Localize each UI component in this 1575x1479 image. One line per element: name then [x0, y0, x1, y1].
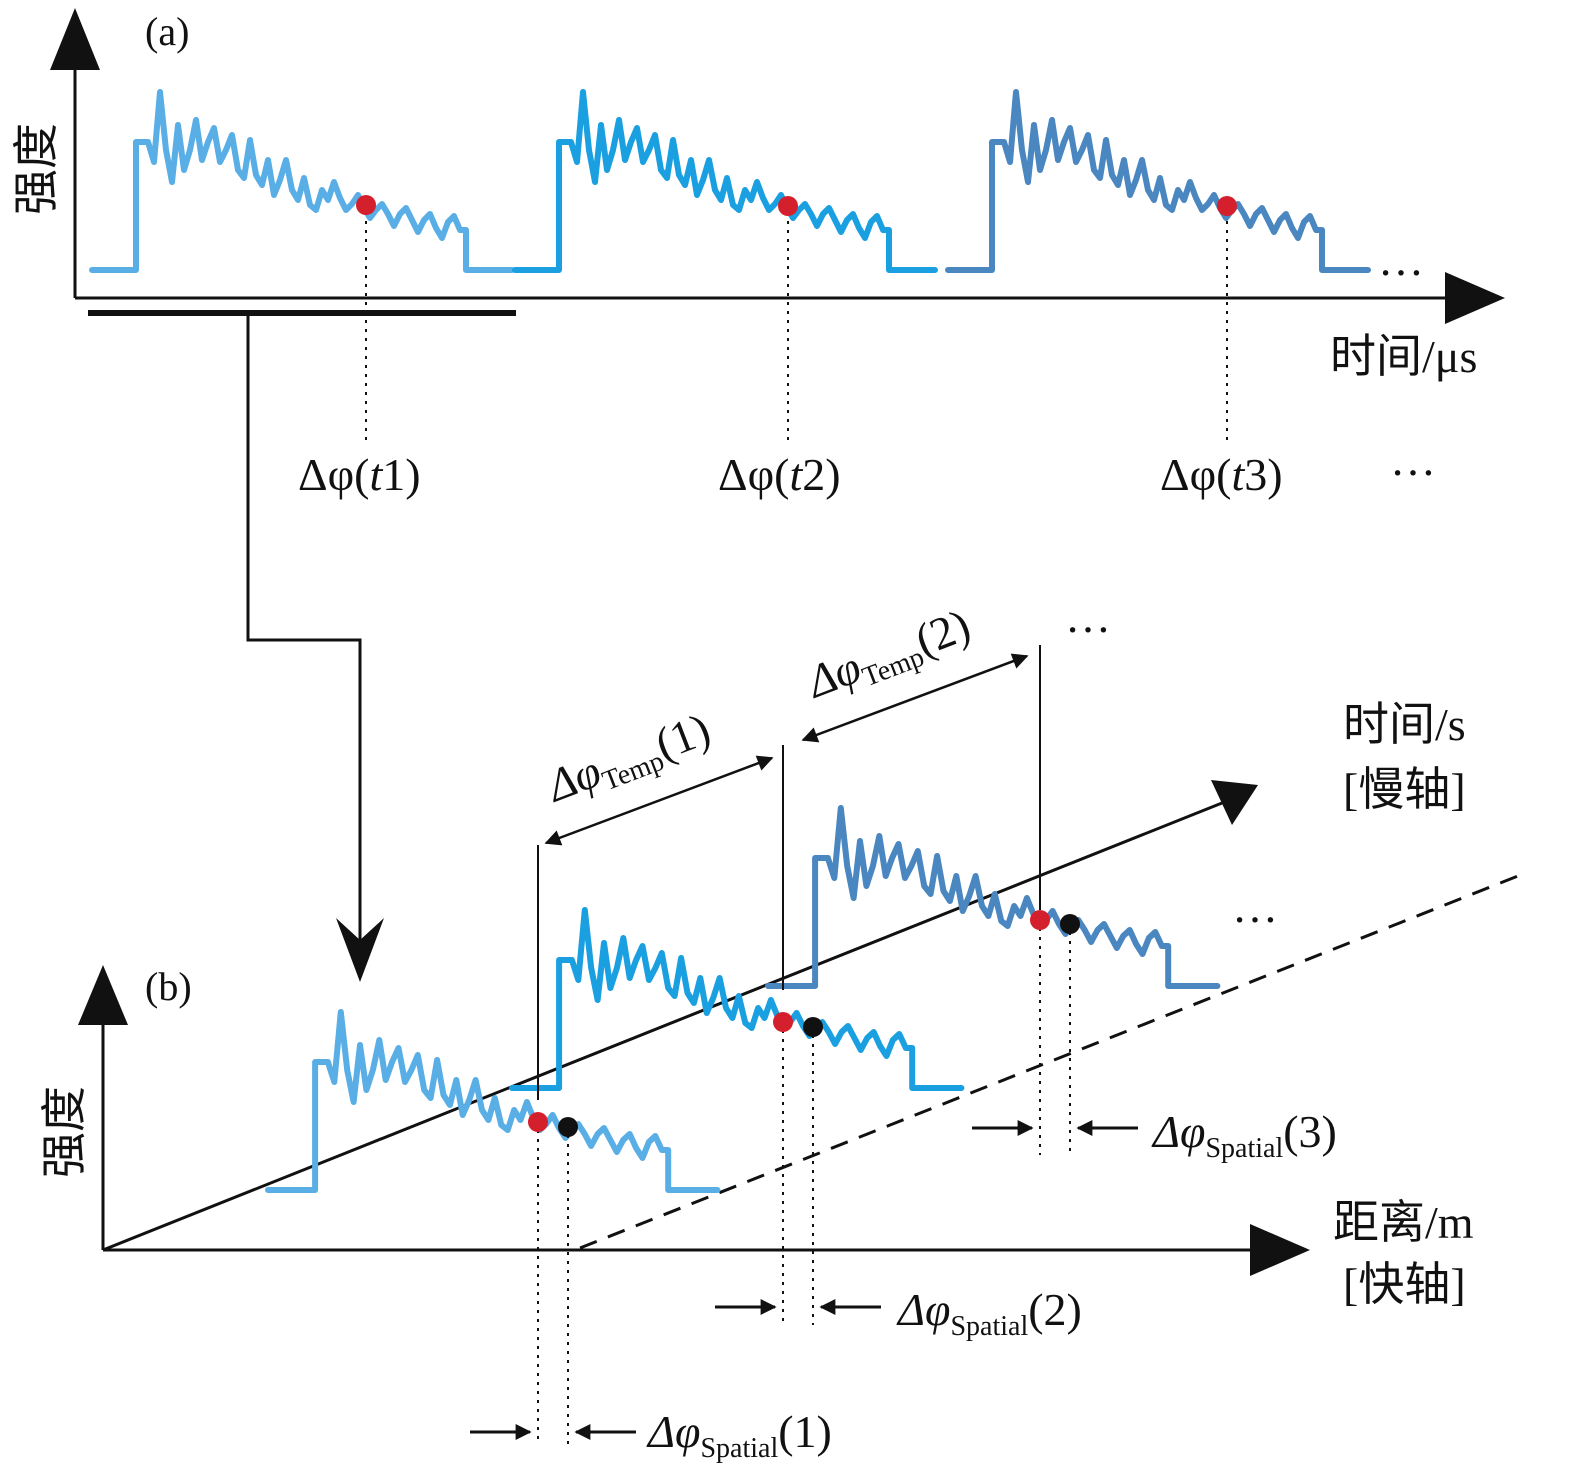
temp-ellipsis: … [1065, 591, 1111, 642]
phase-label-t1: Δφ(t1) [298, 449, 421, 500]
spatial-label-1: ΔφSpatial(1) [646, 1406, 832, 1464]
connector-path [246, 313, 362, 945]
trace-a-1 [89, 89, 515, 273]
fast-axis-label-1: 距离/m [1333, 1197, 1474, 1248]
ref-dot-b3 [1030, 910, 1050, 930]
panel-a-trace-ellipsis: … [1378, 234, 1424, 285]
panel-a-y-label: 强度 [11, 123, 62, 215]
probe-dot-b3 [1060, 914, 1080, 934]
slow-axis-arrowhead [1211, 780, 1258, 825]
ref-dot-a1 [356, 195, 376, 215]
ref-dot-b2 [773, 1012, 793, 1032]
slow-axis-label-2: [慢轴] [1343, 764, 1466, 815]
trace-b-1 [265, 1009, 721, 1193]
fast-axis-label-2: [快轴] [1343, 1259, 1466, 1310]
temp-label-1: ΔφTemp(1) [538, 703, 718, 817]
probe-dot-b1 [558, 1117, 578, 1137]
panel-a-y-arrowhead [50, 8, 100, 70]
connector [88, 310, 516, 982]
panel-a: (a) 强度 时间/μs … Δφ(t1) Δφ(t2) Δφ(t3) … [11, 8, 1505, 500]
spatial-label-2: ΔφSpatial(2) [896, 1284, 1082, 1342]
trace-b-2 [509, 907, 965, 1091]
dashed-parallel [579, 870, 1529, 1250]
trace-a-3 [945, 89, 1371, 273]
fast-axis-arrowhead [1250, 1224, 1310, 1276]
temp-arrow-2 [801, 653, 1029, 743]
panel-a-label: (a) [145, 9, 189, 54]
panel-b-label: (b) [145, 964, 192, 1009]
temp-arrow-1 [544, 755, 774, 846]
ref-dot-a3 [1217, 196, 1237, 216]
phase-label-ellipsis: … [1390, 434, 1436, 485]
panel-a-x-label: 时间/μs [1330, 331, 1477, 382]
panel-b-y-label: 强度 [39, 1086, 90, 1178]
panel-a-x-arrowhead [1445, 272, 1505, 324]
ref-dot-b1 [528, 1112, 548, 1132]
phase-label-t2: Δφ(t2) [718, 449, 841, 500]
phase-label-t3: Δφ(t3) [1160, 449, 1283, 500]
trace-b-ellipsis: … [1232, 881, 1278, 932]
panel-b: (b) 强度 时间/s [慢轴] 距离/m [快轴] [39, 591, 1529, 1464]
trace-b-3 [765, 805, 1221, 989]
spatial-label-3: ΔφSpatial(3) [1151, 1106, 1337, 1164]
slow-axis-label-1: 时间/s [1343, 699, 1466, 750]
slow-axis [102, 801, 1223, 1252]
connector-arrowhead [336, 918, 384, 982]
probe-dot-b2 [803, 1017, 823, 1037]
ref-dot-a2 [778, 196, 798, 216]
panel-b-y-arrowhead [78, 965, 128, 1025]
trace-a-2 [512, 89, 938, 273]
temp-label-2: ΔφTemp(2) [798, 599, 978, 713]
